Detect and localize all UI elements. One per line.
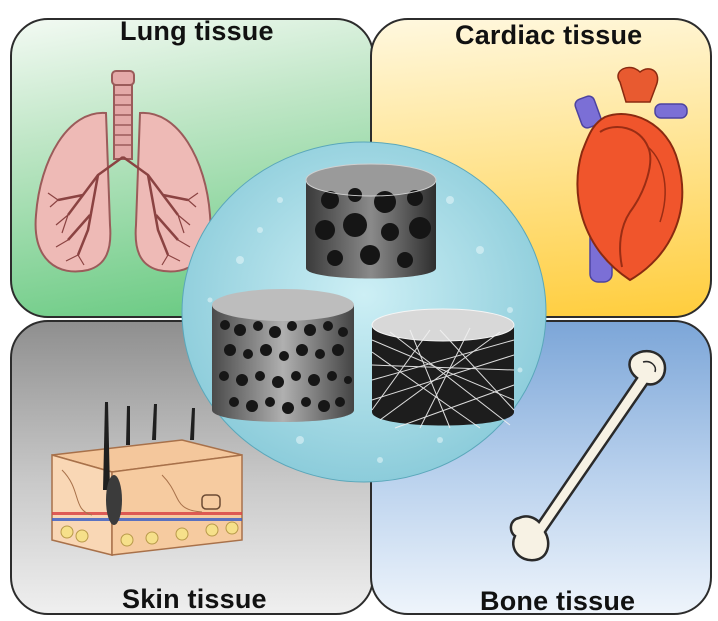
skin-tissue-label: Skin tissue: [122, 584, 267, 615]
fibrous-scaffold-icon: [372, 309, 514, 428]
porous-scaffold-icon: [306, 164, 436, 279]
bone-tissue-label: Bone tissue: [480, 586, 635, 617]
lung-tissue-label: Lung tissue: [120, 16, 274, 47]
honeycomb-scaffold-icon: [212, 289, 354, 422]
heart-icon: [560, 62, 695, 287]
cardiac-tissue-label: Cardiac tissue: [455, 20, 642, 51]
hydrogel-circle: [180, 140, 548, 484]
